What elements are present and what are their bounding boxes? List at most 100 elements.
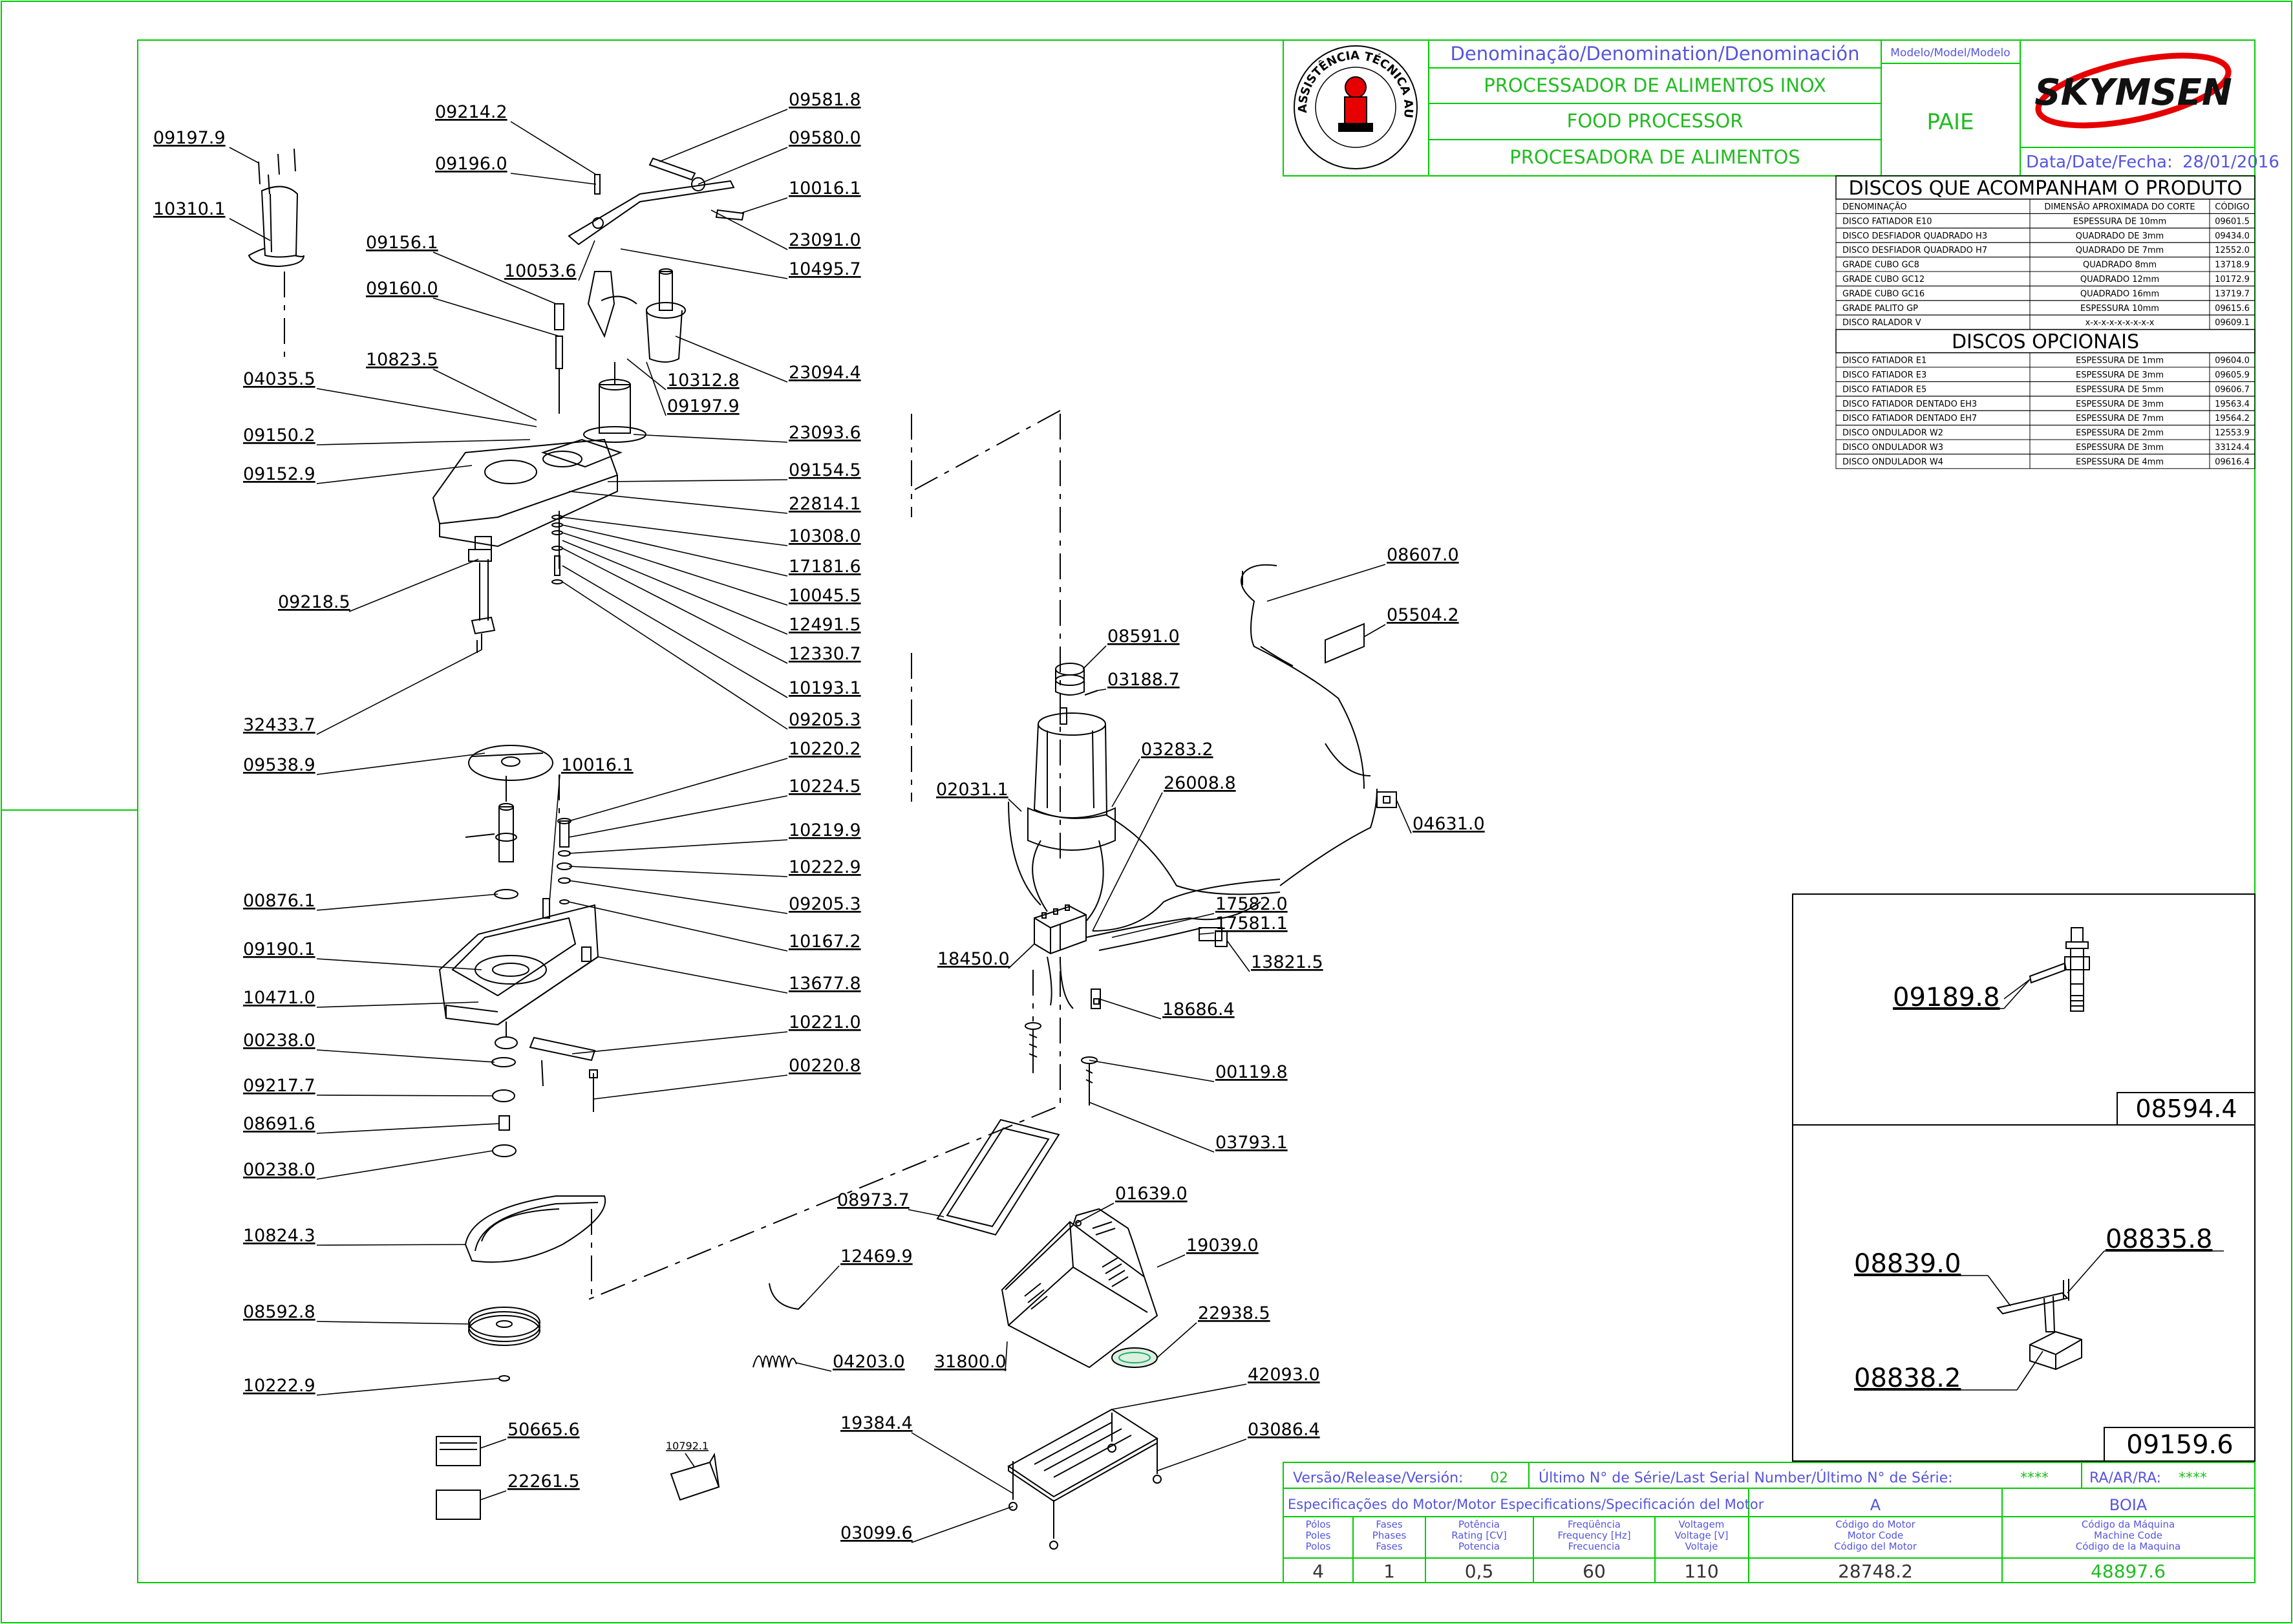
model-label: Modelo/Model/Modelo — [1890, 47, 2010, 59]
spec-header: Código do Motor — [1835, 1519, 1915, 1530]
part-number-left-8: 10053.6 — [504, 261, 577, 281]
date-label: Data/Date/Fecha: — [2026, 153, 2173, 172]
disc-table-cell: 09606.7 — [2215, 385, 2250, 394]
part-number-center-22: 42093.0 — [1248, 1365, 1320, 1385]
part-number-left-3: 09196.0 — [435, 154, 507, 174]
spec-header: Rating [CV] — [1451, 1530, 1507, 1541]
part-number-left-44: 00238.0 — [243, 1031, 315, 1051]
disc-table-cell: DISCO ONDULADOR W4 — [1842, 457, 1943, 467]
disc-table-header: DIMENSÃO APROXIMADA DO CORTE — [2044, 202, 2195, 212]
disc-table-cell: 12552.0 — [2215, 246, 2250, 255]
disc-table-cell: DISCO RALADOR V — [1842, 318, 1921, 328]
part-number-left-51: 10222.9 — [243, 1376, 315, 1396]
spec-value: 110 — [1684, 1561, 1718, 1582]
disc-table-cell: QUADRADO 12mm — [2080, 275, 2159, 284]
spec-header: Fases — [1376, 1541, 1402, 1552]
disc-table-cell: ESPESSURA DE 2mm — [2076, 429, 2164, 438]
spec-header: Machine Code — [2094, 1530, 2162, 1541]
spec-header: Código da Máquina — [2082, 1519, 2175, 1530]
part-number-left-33: 10220.2 — [789, 739, 861, 759]
part-number-center-3: 03188.7 — [1107, 670, 1180, 690]
assembly-code-b: 09159.6 — [2126, 1430, 2233, 1460]
product-name-es: PROCESADORA DE ALIMENTOS — [1509, 146, 1800, 168]
disc-table-cell: ESPESSURA DE 1mm — [2076, 356, 2164, 366]
spec-header: Voltage [V] — [1675, 1530, 1729, 1541]
disc-table-cell: 09434.0 — [2215, 231, 2250, 241]
part-number-left-48: 00238.0 — [243, 1160, 315, 1180]
ra-value: **** — [2179, 1470, 2207, 1486]
disc-table-header: CÓDIGO — [2215, 202, 2249, 212]
disc-table-cell: x-x-x-x-x-x-x-x-x — [2085, 318, 2155, 328]
part-number-left-20: 09154.5 — [789, 460, 861, 480]
part-number-left-6: 10016.1 — [789, 178, 861, 198]
detail-box-08594: 08594.4 09189.8 — [1792, 893, 2256, 1126]
spec-header: Motor Code — [1848, 1530, 1904, 1541]
serial-value: **** — [2020, 1470, 2049, 1486]
part-number-center-19: 22938.5 — [1198, 1303, 1270, 1323]
part-number-center-1: 05504.2 — [1387, 605, 1459, 625]
part-number-left-9: 10495.7 — [789, 259, 861, 279]
part-number-left-49: 10824.3 — [243, 1226, 315, 1246]
part-number-center-8: 17582.0 — [1215, 894, 1288, 914]
disc-table-cell: 09615.6 — [2215, 304, 2250, 314]
part-number-left-45: 00220.8 — [789, 1056, 861, 1076]
spec-value: 1 — [1383, 1561, 1395, 1582]
disc-table-cell: QUADRADO 8mm — [2083, 261, 2157, 270]
part-number-left-4: 09581.8 — [789, 90, 861, 110]
part-number-center-23: 19384.4 — [840, 1413, 913, 1433]
product-name-pt: PROCESSADOR DE ALIMENTOS INOX — [1484, 74, 1826, 96]
part-number-center-20: 31800.0 — [934, 1352, 1007, 1372]
spec-header: Voltaje — [1685, 1541, 1718, 1552]
center-dashed-path — [588, 410, 1061, 1300]
spec-header: Voltagem — [1679, 1519, 1725, 1530]
part-number-left-28: 09205.3 — [789, 710, 861, 730]
spec-header: Frequency [Hz] — [1557, 1530, 1630, 1541]
disc-table-cell: 10172.9 — [2215, 275, 2250, 284]
date-value: 28/01/2016 — [2182, 153, 2279, 172]
disc-table-cell: 19563.4 — [2215, 400, 2250, 409]
disc-table-cell: 12553.9 — [2215, 429, 2250, 438]
part-number-center-21: 04203.0 — [833, 1352, 905, 1372]
part-number-center-6: 26008.8 — [1164, 773, 1236, 793]
spec-header: Polos — [1306, 1541, 1331, 1552]
part-number-center-18: 12469.9 — [840, 1246, 913, 1266]
spec-header: Código del Motor — [1834, 1541, 1917, 1552]
disc-table-cell: ESPESSURA DE 3mm — [2076, 400, 2164, 409]
part-number-left-1: 10310.1 — [153, 199, 226, 219]
disc-table-title: DISCOS OPCIONAIS — [1952, 331, 2139, 354]
callout-08835.8: 08835.8 — [2106, 1224, 2212, 1254]
part-number-labels: 09197.910310.109214.209196.009581.809580… — [153, 90, 1485, 1543]
part-number-center-10: 18450.0 — [937, 949, 1010, 969]
part-number-left-12: 10823.5 — [366, 350, 438, 370]
disc-table-cell: ESPESSURA DE 5mm — [2076, 385, 2164, 394]
svg-text:ASSISTÊNCIA TÉCNICA AUTORIZADA: ASSISTÊNCIA TÉCNICA AUTORIZADA — [0, 0, 1415, 119]
part-number-left-19: 23093.6 — [789, 423, 861, 443]
disc-table-cell: DISCO FATIADOR E1 — [1842, 356, 1926, 366]
variant-b: BOIA — [2109, 1496, 2148, 1514]
part-number-left-36: 10222.9 — [789, 857, 861, 877]
part-number-left-11: 09160.0 — [366, 279, 438, 299]
part-number-left-16: 10312.8 — [667, 370, 740, 390]
spec-header: Código de la Maquina — [2076, 1541, 2181, 1552]
part-number-center-7: 04631.0 — [1413, 814, 1485, 834]
serial-label: Último N° de Série/Last Serial Number/Úl… — [1539, 1469, 1953, 1486]
part-number-left-37: 09205.3 — [789, 894, 861, 914]
product-name-en: FOOD PROCESSOR — [1567, 110, 1744, 132]
part-number-left-42: 10471.0 — [243, 988, 315, 1008]
part-number-left-30: 32433.7 — [243, 715, 315, 735]
part-number-left-39: 10167.2 — [789, 932, 861, 952]
callout-09189.8: 09189.8 — [1893, 983, 2000, 1012]
spec-value: 0,5 — [1465, 1561, 1494, 1582]
part-number-center-4: 03283.2 — [1141, 740, 1213, 760]
part-number-left-21: 22814.1 — [789, 494, 861, 514]
badge-text: ASSISTÊNCIA TÉCNICA AUTORIZADA — [0, 0, 1415, 119]
disc-table-cell: DISCO DESFIADOR QUADRADO H7 — [1842, 246, 1987, 255]
part-number-left-22: 10308.0 — [789, 526, 861, 546]
part-number-left-43: 10221.0 — [789, 1012, 861, 1032]
disc-table-cell: ESPESSURA DE 10mm — [2073, 217, 2166, 226]
disc-table-cell: DISCO FATIADOR E3 — [1842, 370, 1926, 380]
part-number-left-18: 23094.4 — [789, 363, 861, 383]
part-number-left-7: 23091.0 — [789, 230, 861, 250]
callout-08838.2: 08838.2 — [1854, 1363, 1961, 1393]
